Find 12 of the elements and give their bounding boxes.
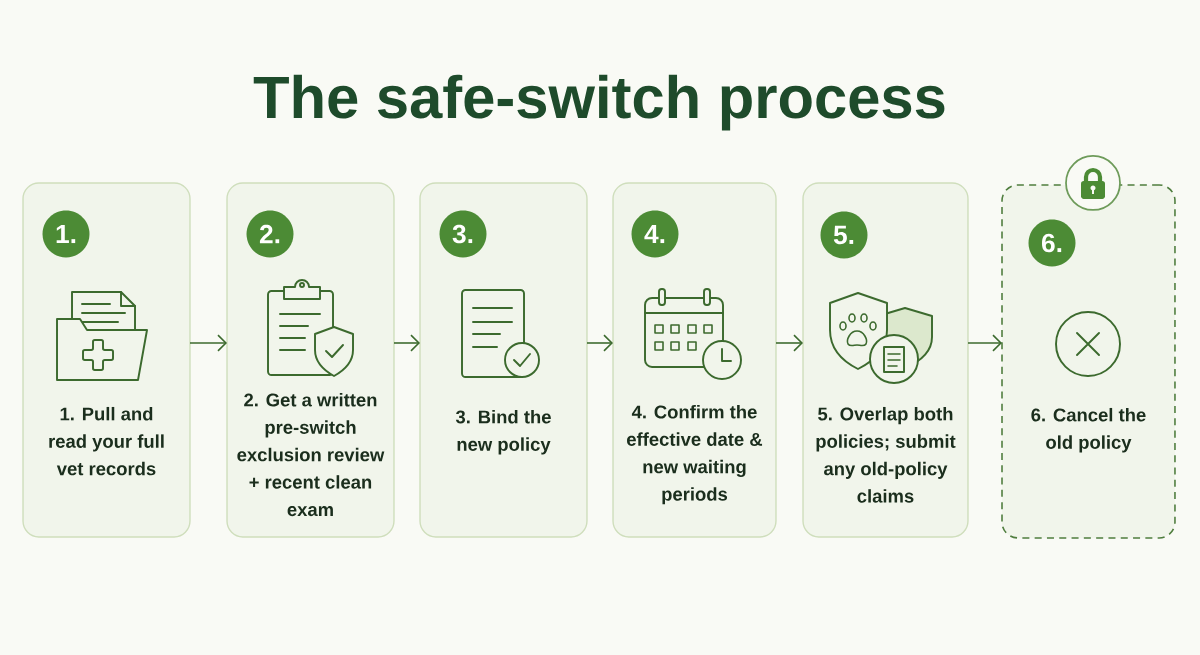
arrow [967, 334, 1002, 352]
number-badge: 6. [1028, 219, 1076, 267]
number-badge: 1. [42, 210, 90, 258]
number-badge: 2. [246, 210, 294, 258]
number-badge: 5. [820, 211, 868, 259]
number-badge: 3. [439, 210, 487, 258]
arrow [393, 334, 420, 352]
arrow [586, 334, 613, 352]
number-badge: 4. [631, 210, 679, 258]
title: The safe-switch process [253, 74, 945, 131]
arrow [189, 334, 227, 352]
arrow [775, 334, 803, 352]
